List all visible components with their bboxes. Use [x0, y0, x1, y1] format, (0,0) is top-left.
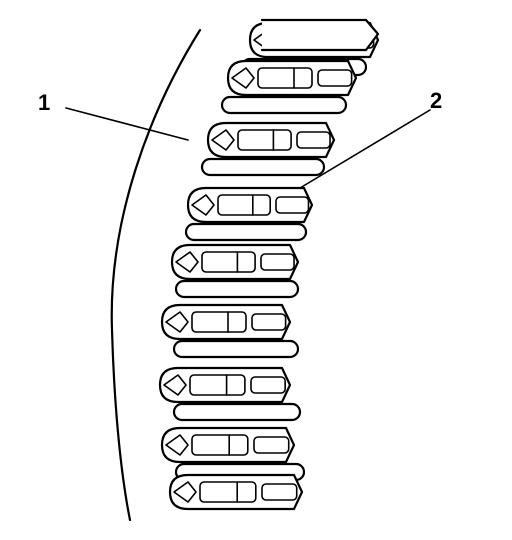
coil-tip: [191, 194, 215, 216]
coil-tip: [175, 251, 199, 273]
coil-9: [168, 473, 304, 511]
separator-band: [220, 95, 348, 115]
coil-inner-cap: [261, 483, 298, 501]
coil-inner-segment: [257, 67, 313, 89]
separator-band: [184, 222, 308, 242]
coil-tip: [165, 311, 189, 333]
coil-tip: [211, 129, 235, 151]
leader-line-2: [299, 109, 431, 189]
coil-inner-cap: [296, 131, 331, 149]
coil-4: [186, 186, 314, 224]
separator-band: [172, 339, 300, 359]
leader-line-1: [65, 107, 189, 141]
callout-2: 2: [430, 88, 442, 113]
separator-band: [200, 157, 326, 177]
coil-tip: [165, 434, 189, 456]
coil-6: [160, 303, 292, 341]
separator-band: [174, 279, 300, 299]
coil-inner-segment: [199, 481, 257, 503]
coil-inner-cap: [317, 69, 353, 87]
coil-5: [170, 243, 300, 281]
coil-inner-segment: [237, 129, 292, 151]
coil-stack: [158, 18, 380, 511]
coil-tip: [173, 481, 197, 503]
coil-inner-segment: [189, 374, 246, 396]
callout-1: 1: [38, 90, 50, 115]
housing-arc: [110, 28, 202, 522]
coil-inner-cap: [275, 196, 310, 214]
coil-top-partial: [260, 18, 380, 52]
coil-inner-segment: [217, 194, 272, 216]
coil-inner-segment: [191, 311, 247, 333]
coil-inner-cap: [260, 253, 295, 271]
coil-inner-cap: [250, 376, 286, 394]
coil-inner-cap: [253, 436, 290, 454]
coil-inner-segment: [201, 251, 256, 273]
coil-tip: [163, 374, 187, 396]
coil-2: [226, 59, 358, 97]
coil-tip: [231, 67, 255, 89]
separator-band: [172, 402, 302, 422]
coil-7: [158, 366, 292, 404]
coil-3: [206, 121, 336, 159]
coil-inner-segment: [191, 434, 249, 456]
coil-8: [160, 426, 296, 464]
coil-inner-cap: [251, 313, 287, 331]
